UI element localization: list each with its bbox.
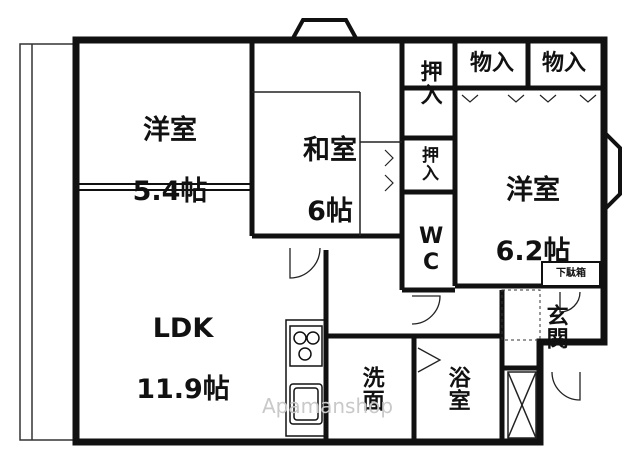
sliding-partition <box>76 183 252 191</box>
watermark: Apamanshop <box>262 394 394 418</box>
washroom-label: 洗面 <box>358 366 384 412</box>
ldk-size: 11.9帖 <box>136 373 230 405</box>
kitchen-counter <box>285 319 327 437</box>
japanese-room-name: 和室 <box>303 135 357 167</box>
closet-door-marks <box>384 94 597 192</box>
ldk-label: LDK 11.9帖 <box>118 284 248 435</box>
storage-x <box>507 371 537 439</box>
sink <box>289 383 323 425</box>
door-swings <box>289 247 581 401</box>
japanese-room-label: 和室 6帖 <box>280 106 380 257</box>
western-room-2-size: 6.2帖 <box>495 235 571 267</box>
oshiire-2-label: 押入 <box>418 146 439 182</box>
monoire-2-label: 物入 <box>541 51 586 76</box>
western-room-1-size: 5.4帖 <box>132 175 208 207</box>
shoe-box-label: 下駄箱 <box>556 268 586 279</box>
entrance-floor <box>501 289 541 341</box>
outer-walls <box>72 36 608 446</box>
bay-window-top <box>290 18 359 41</box>
entrance-label: 玄関 <box>542 304 568 350</box>
japanese-room-size: 6帖 <box>307 195 353 227</box>
tatami-lines <box>252 91 402 236</box>
western-room-1-name: 洋室 <box>143 115 197 147</box>
shoe-box <box>541 261 601 287</box>
western-room-2-name: 洋室 <box>506 175 560 207</box>
wc-label: WC <box>418 224 444 276</box>
bathroom-label: 浴室 <box>444 366 470 412</box>
stove <box>289 325 323 367</box>
ldk-name: LDK <box>152 313 214 345</box>
bay-window-right <box>602 130 622 212</box>
oshiire-1-label: 押入 <box>416 60 442 106</box>
monoire-1-label: 物入 <box>469 51 514 76</box>
balcony <box>19 43 77 441</box>
western-room-2-label: 洋室 6.2帖 <box>478 146 588 297</box>
western-room-1-label: 洋室 5.4帖 <box>120 86 220 237</box>
